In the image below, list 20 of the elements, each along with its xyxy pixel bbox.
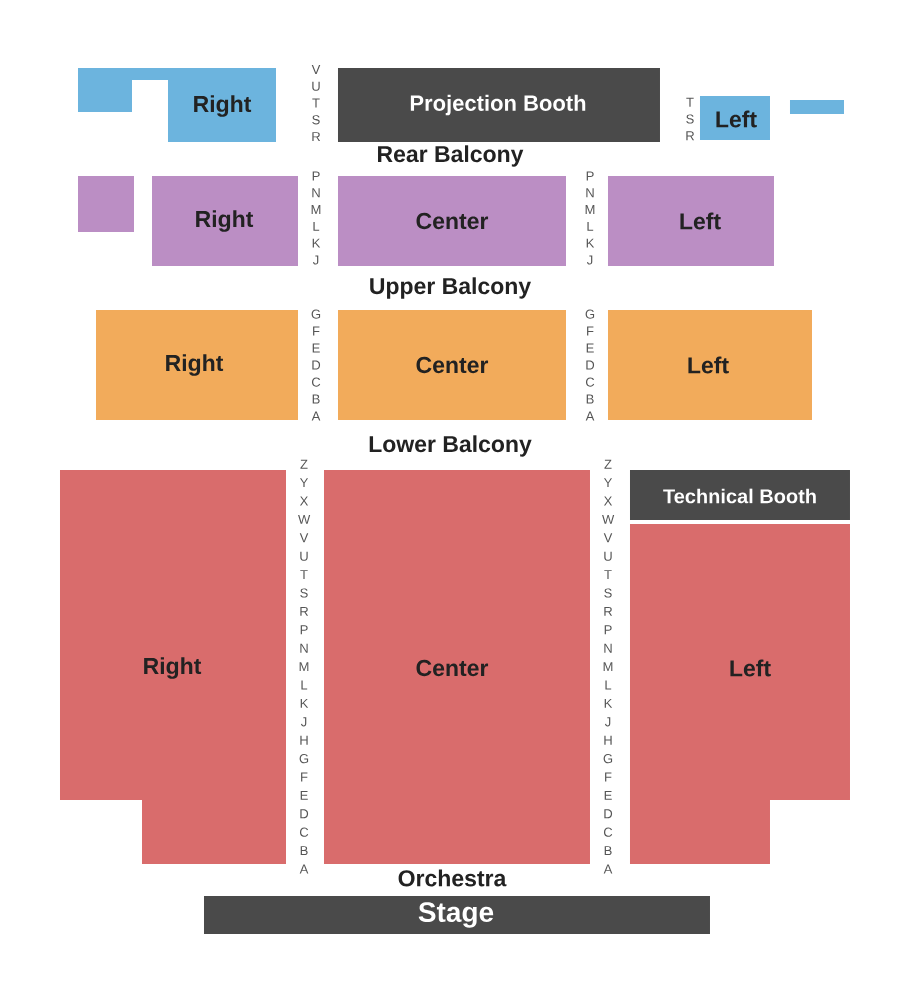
seating-section: Left [608,176,774,266]
seating-section [78,176,134,232]
seating-section: Right [60,470,286,864]
seating-section: Right [96,310,298,420]
section-heading: Rear Balcony [378,145,524,167]
stage-block: Stage [204,896,710,934]
seating-section: Left [608,310,812,420]
seating-section [790,100,844,114]
section-heading: Orchestra [398,869,507,887]
seating-section: Left [700,96,770,140]
seating-section: Left [630,524,850,864]
section-heading: Lower Balcony [369,435,532,457]
section-heading: Upper Balcony [370,277,531,299]
booth-block: Technical Booth [630,470,850,520]
seating-section: Center [324,470,590,864]
seating-section: Center [338,176,566,266]
seating-section: Center [338,310,566,420]
seating-section: Right [152,176,298,266]
seating-section: Right [78,68,276,142]
booth-block: Projection Booth [338,68,660,142]
